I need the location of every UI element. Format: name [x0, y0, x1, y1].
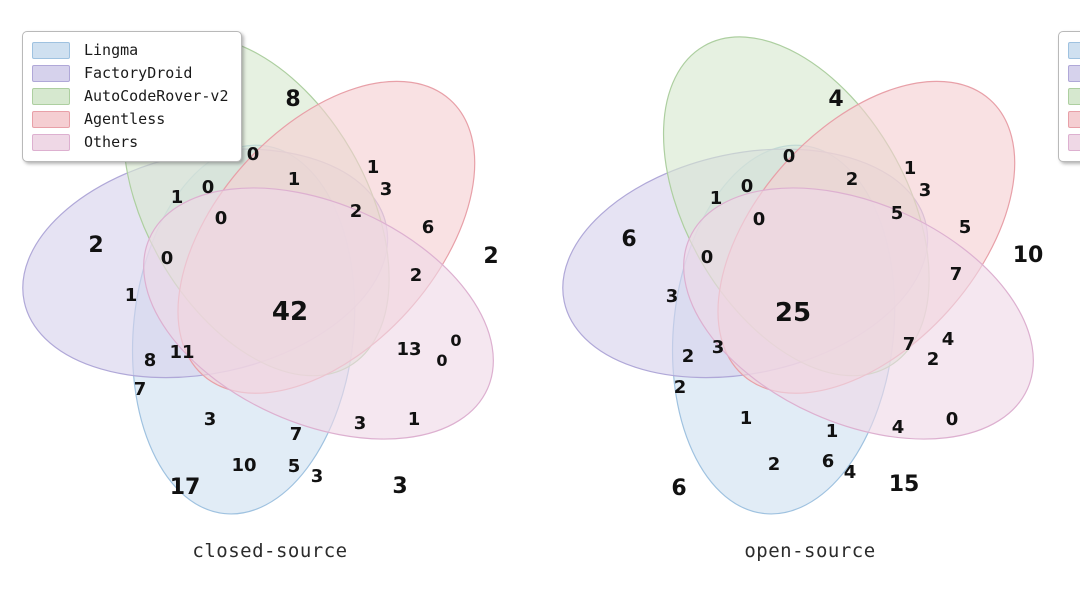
- venn-region-count: 2: [349, 201, 363, 222]
- venn-region-count: 17: [169, 475, 201, 500]
- legend-label: Lingma: [84, 41, 139, 59]
- venn-region-count: 13: [396, 339, 422, 360]
- legend-label: Agentless: [84, 110, 166, 128]
- venn-region-count: 2: [681, 346, 695, 367]
- venn-region-count: 4: [941, 329, 955, 350]
- venn-region-count: 1: [366, 157, 380, 178]
- venn-region-count: 1: [287, 169, 301, 190]
- venn-region-count: 5: [890, 203, 904, 224]
- venn-region-count: 0: [160, 248, 174, 269]
- venn-region-count: 3: [203, 409, 217, 430]
- venn-region-count: 1: [170, 187, 184, 208]
- legend-item: FactoryDroid: [32, 62, 229, 85]
- venn-region-count: 1: [124, 285, 138, 306]
- legend-item: Lingma: [32, 39, 229, 62]
- venn-region-count: 3: [665, 286, 679, 307]
- legend-item: AutoCodeRover-v2: [32, 85, 229, 108]
- venn-region-count: 3: [392, 474, 408, 499]
- venn-region-count: 5: [287, 456, 301, 477]
- venn-region-count: 7: [949, 264, 963, 285]
- venn-region-count: 2: [673, 377, 687, 398]
- legend-item: Aider: [1068, 85, 1080, 108]
- legend-swatch-set3: [32, 88, 70, 105]
- legend-label: AutoCodeRover-v2: [84, 87, 229, 105]
- venn-region-count: 7: [289, 424, 303, 445]
- legend-item: Agentless: [1068, 108, 1080, 131]
- venn-region-count: 4: [828, 87, 844, 112]
- venn-region-count: 2: [409, 265, 423, 286]
- venn-panel-open-source: AutoCodeRover SWE-agent-GPT4 Aider Agent…: [540, 0, 1080, 600]
- venn-region-count: 2: [845, 169, 859, 190]
- venn-region-count: 25: [774, 298, 812, 328]
- venn-region-count: 10: [231, 455, 257, 476]
- venn-panel-closed-source: Lingma FactoryDroid AutoCodeRover-v2 Age…: [22, 31, 499, 562]
- venn-region-count: 6: [621, 227, 637, 252]
- venn-region-count: 10: [1012, 243, 1044, 268]
- legend-swatch-set2: [1068, 65, 1080, 82]
- venn-region-count: 6: [671, 476, 687, 501]
- venn-region-count: 11: [169, 342, 195, 363]
- venn-region-count: 0: [740, 176, 754, 197]
- legend-label: Others: [84, 133, 139, 151]
- venn-region-count: 8: [143, 350, 157, 371]
- venn-region-count: 6: [421, 217, 435, 238]
- venn-region-count: 3: [310, 466, 324, 487]
- legend-swatch-set4: [1068, 111, 1080, 128]
- venn-region-count: 4: [891, 417, 905, 438]
- venn-region-count: 8: [285, 87, 301, 112]
- legend-item: SWE-agent-GPT4: [1068, 62, 1080, 85]
- venn-region-count: 1: [903, 158, 917, 179]
- venn-ellipse-set5: [143, 187, 494, 440]
- legend-swatch-set3: [1068, 88, 1080, 105]
- venn-region-count: 0: [782, 146, 796, 167]
- venn-region-count: 4: [843, 462, 857, 483]
- venn-region-count: 7: [133, 379, 147, 400]
- venn-region-count: 0: [436, 351, 448, 370]
- venn-region-count: 2: [767, 454, 781, 475]
- legend-swatch-set5: [32, 134, 70, 151]
- venn-region-count: 0: [752, 209, 766, 230]
- venn-diagram-open-source: [562, 36, 1034, 515]
- venn-region-count: 3: [379, 179, 393, 200]
- venn-region-count: 1: [739, 408, 753, 429]
- venn-region-count: 3: [353, 413, 367, 434]
- venn-region-count: 6: [821, 451, 835, 472]
- legend-item: AutoCodeRover: [1068, 39, 1080, 62]
- venn-region-count: 3: [711, 337, 725, 358]
- legend-closed-source: Lingma FactoryDroid AutoCodeRover-v2 Age…: [22, 31, 242, 162]
- venn-region-count: 7: [902, 334, 916, 355]
- panel-caption-closed-source: closed-source: [192, 540, 348, 562]
- venn-region-count: 0: [246, 144, 260, 165]
- legend-item: Others: [32, 131, 229, 154]
- venn-region-count: 3: [918, 180, 932, 201]
- venn-region-count: 15: [888, 472, 920, 497]
- venn-region-count: 2: [926, 349, 940, 370]
- panel-caption-open-source: open-source: [744, 540, 876, 562]
- venn-region-count: 1: [709, 188, 723, 209]
- legend-label: FactoryDroid: [84, 64, 193, 82]
- venn-region-count: 0: [450, 331, 462, 350]
- legend-item: Others: [1068, 131, 1080, 154]
- legend-swatch-set1: [32, 42, 70, 59]
- legend-swatch-set1: [1068, 42, 1080, 59]
- venn-region-count: 2: [483, 244, 499, 269]
- legend-swatch-set5: [1068, 134, 1080, 151]
- legend-item: Agentless: [32, 108, 229, 131]
- venn-region-count: 1: [825, 421, 839, 442]
- venn-region-count: 0: [214, 208, 228, 229]
- venn-region-count: 0: [700, 247, 714, 268]
- legend-swatch-set2: [32, 65, 70, 82]
- venn-ellipse-set5: [683, 187, 1034, 440]
- venn-region-count: 5: [958, 217, 972, 238]
- venn-region-count: 2: [88, 233, 104, 258]
- venn-region-count: 42: [271, 297, 309, 327]
- legend-open-source: AutoCodeRover SWE-agent-GPT4 Aider Agent…: [1058, 31, 1080, 162]
- venn-diagram-closed-source: [22, 36, 494, 515]
- venn-region-count: 1: [407, 409, 421, 430]
- venn-region-count: 0: [945, 409, 959, 430]
- venn-region-count: 0: [201, 177, 215, 198]
- legend-swatch-set4: [32, 111, 70, 128]
